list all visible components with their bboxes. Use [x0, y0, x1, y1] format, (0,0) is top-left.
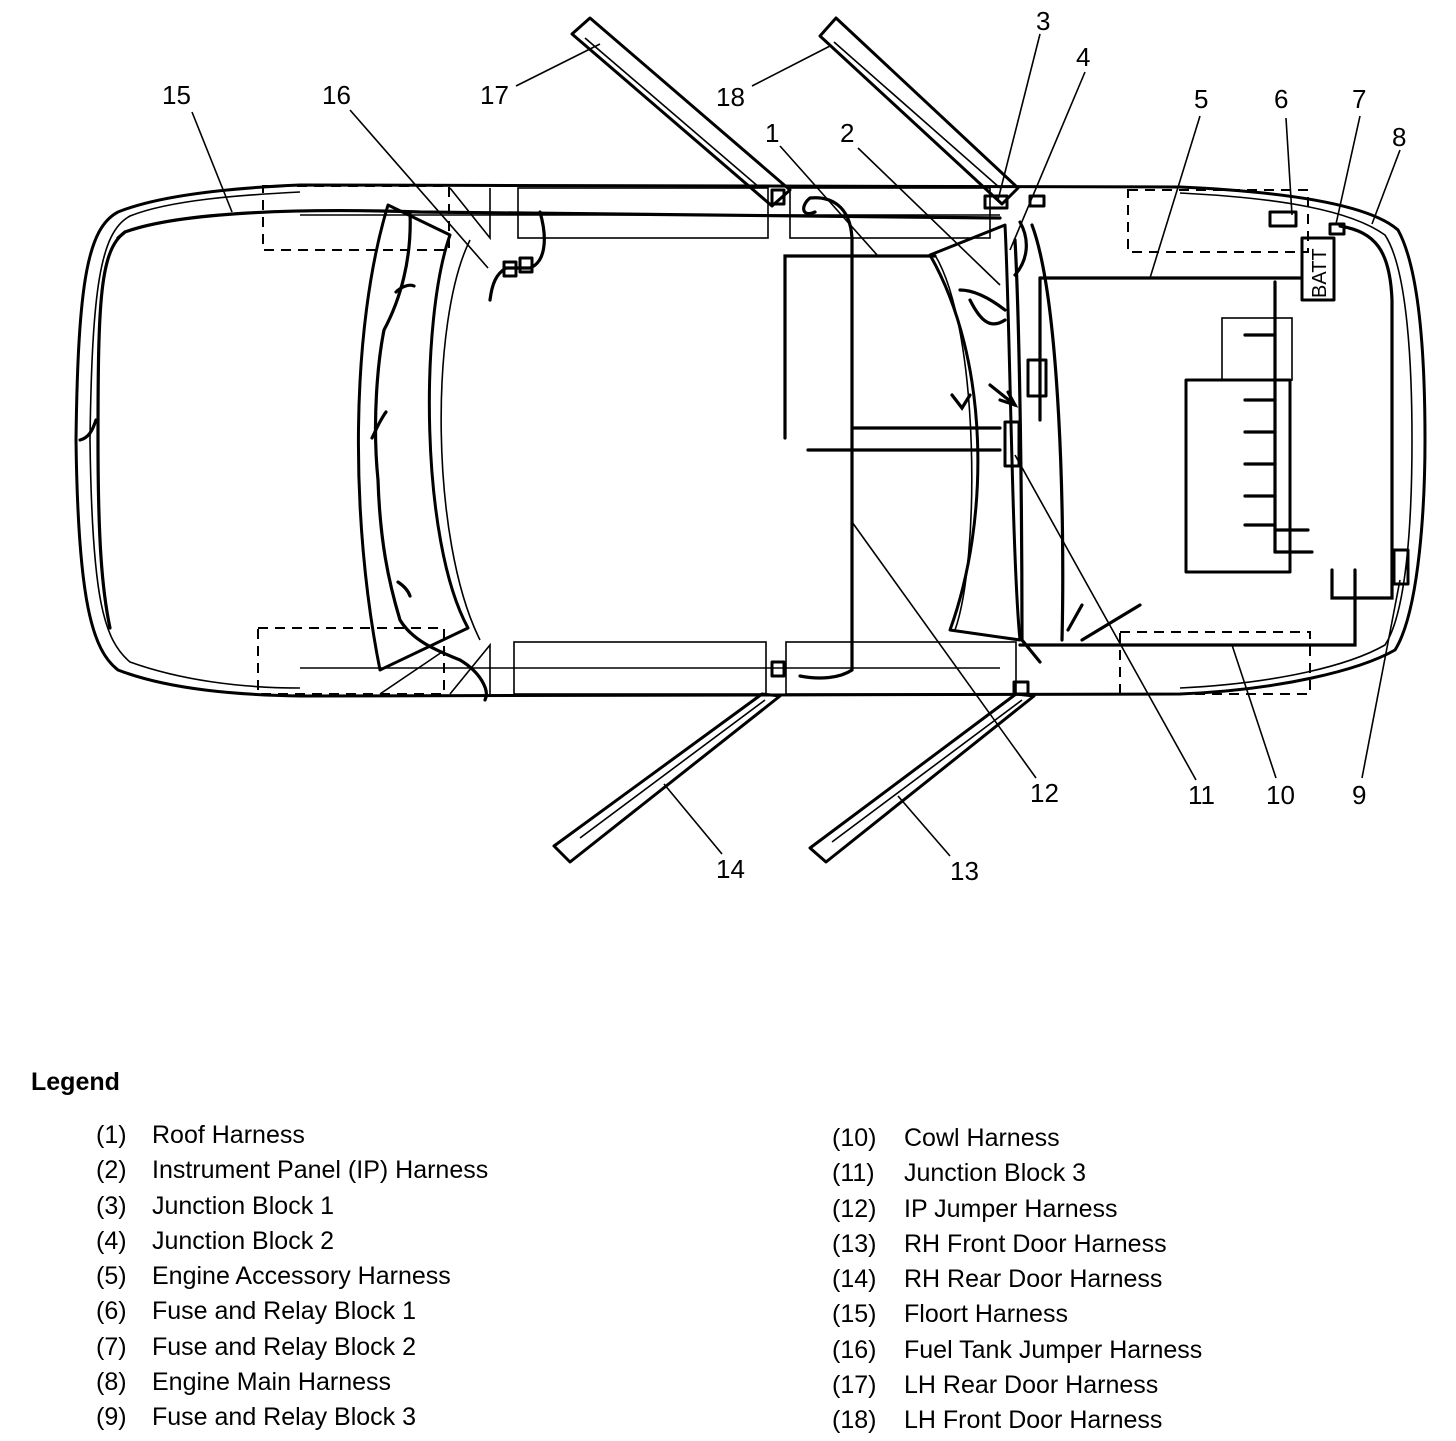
lh-rear-door	[570, 16, 792, 208]
callout-17: 17	[480, 80, 509, 110]
legend-text: RH Rear Door Harness	[904, 1265, 1163, 1294]
legend-number: (1)	[96, 1121, 127, 1149]
roof-harness-wire	[783, 254, 937, 440]
legend-title: Legend	[31, 1068, 120, 1096]
callout-6: 6	[1274, 84, 1288, 114]
legend-text: LH Front Door Harness	[904, 1406, 1163, 1435]
legend-text: Fuse and Relay Block 3	[152, 1403, 417, 1432]
wiring-harnesses	[78, 188, 1410, 702]
car-body	[74, 183, 1427, 698]
legend-text: Roof Harness	[152, 1121, 305, 1149]
legend-number: (4)	[96, 1226, 127, 1255]
legend-number: (7)	[96, 1332, 127, 1361]
callout-2: 2	[840, 118, 854, 148]
legend-number: (9)	[96, 1403, 127, 1432]
battery-label: BATT	[1309, 248, 1331, 298]
legend-number: (8)	[96, 1368, 127, 1397]
callout-3: 3	[1036, 6, 1050, 36]
callout-15: 15	[162, 80, 191, 110]
callout-4: 4	[1076, 42, 1090, 72]
legend-number: (6)	[96, 1297, 127, 1326]
legend-number: (11)	[832, 1159, 875, 1188]
legend-number: (13)	[832, 1229, 877, 1258]
callout-14: 14	[716, 854, 745, 884]
legend-text: Junction Block 2	[152, 1226, 335, 1255]
legend-text: Fuse and Relay Block 2	[152, 1332, 417, 1361]
legend-text: IP Jumper Harness	[904, 1194, 1118, 1223]
engine-components: BATT	[1184, 236, 1336, 574]
legend-text: Engine Accessory Harness	[152, 1262, 451, 1291]
legend-text: Cowl Harness	[904, 1124, 1060, 1152]
callout-8: 8	[1392, 122, 1406, 152]
legend-text: Junction Block 1	[152, 1191, 335, 1220]
callout-1: 1	[765, 118, 779, 148]
callout-5: 5	[1194, 84, 1208, 114]
callout-18: 18	[716, 82, 745, 112]
legend-text: Fuel Tank Jumper Harness	[904, 1335, 1203, 1364]
callout-16: 16	[322, 80, 351, 110]
legend-number: (15)	[832, 1300, 877, 1329]
legend-text: Engine Main Harness	[152, 1368, 392, 1397]
leader-lines	[191, 33, 1401, 857]
callout-10: 10	[1266, 780, 1295, 810]
callout-7: 7	[1352, 84, 1366, 114]
legend-number: (18)	[832, 1406, 877, 1435]
rh-front-door	[808, 692, 1036, 864]
callout-12: 12	[1030, 778, 1059, 808]
doors	[552, 16, 1036, 864]
legend-number: (3)	[96, 1191, 127, 1220]
legend-text: RH Front Door Harness	[904, 1229, 1167, 1258]
legend-text: Floort Harness	[904, 1300, 1068, 1329]
wiring-harness-diagram: BATT	[74, 6, 1427, 886]
legend-number: (10)	[832, 1124, 877, 1152]
legend-text: Junction Block 3	[904, 1159, 1087, 1188]
engine-main-harness-wire	[1330, 224, 1394, 600]
callout-13: 13	[950, 856, 979, 886]
legend-number: (12)	[832, 1194, 877, 1223]
callout-11: 11	[1188, 780, 1215, 810]
legend-number: (17)	[832, 1371, 877, 1400]
legend-number: (5)	[96, 1262, 127, 1291]
legend-text: Fuse and Relay Block 1	[152, 1297, 417, 1326]
callout-9: 9	[1352, 780, 1366, 810]
legend-text: Instrument Panel (IP) Harness	[152, 1156, 489, 1185]
lh-front-door	[818, 16, 1020, 206]
floor-harness-wire	[96, 209, 1002, 630]
legend-text: LH Rear Door Harness	[904, 1371, 1159, 1400]
rh-rear-door	[552, 692, 782, 864]
legend-number: (16)	[832, 1335, 877, 1364]
legend-number: (14)	[832, 1265, 877, 1294]
callout-numbers: 1 2 3 4 5 6 7 8 9 10 11 12 13 14 15 16 1…	[162, 6, 1406, 886]
legend-number: (2)	[96, 1156, 127, 1185]
